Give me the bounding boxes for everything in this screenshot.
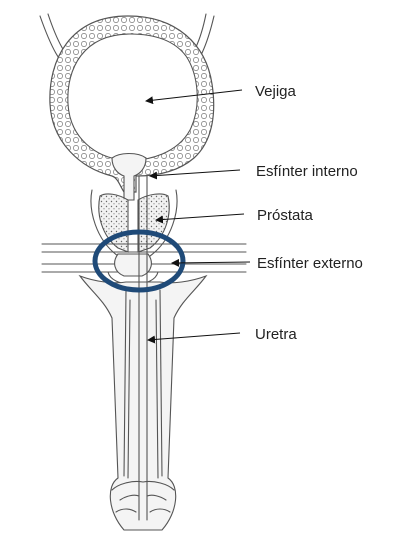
bladder xyxy=(49,15,215,193)
label-prostate: Próstata xyxy=(257,207,314,224)
label-external-sphincter: Esfínter externo xyxy=(257,255,363,272)
external-sphincter-tissue xyxy=(107,253,159,285)
leader-bladder xyxy=(145,89,243,105)
label-internal-sphincter: Esfínter interno xyxy=(256,163,358,180)
prostate xyxy=(90,189,178,257)
label-bladder: Vejiga xyxy=(255,83,297,100)
label-urethra: Uretra xyxy=(255,326,297,343)
leader-lines xyxy=(145,89,251,344)
labels: Vejiga Esfínter interno Próstata Esfínte… xyxy=(255,83,363,343)
internal-sphincter xyxy=(111,152,147,201)
external-sphincter-highlight-ring xyxy=(92,229,186,293)
leader-external-sphincter xyxy=(171,258,251,267)
leader-internal-sphincter xyxy=(149,169,241,180)
leader-urethra xyxy=(147,332,241,344)
leader-prostate xyxy=(155,213,245,224)
penis xyxy=(78,175,208,531)
